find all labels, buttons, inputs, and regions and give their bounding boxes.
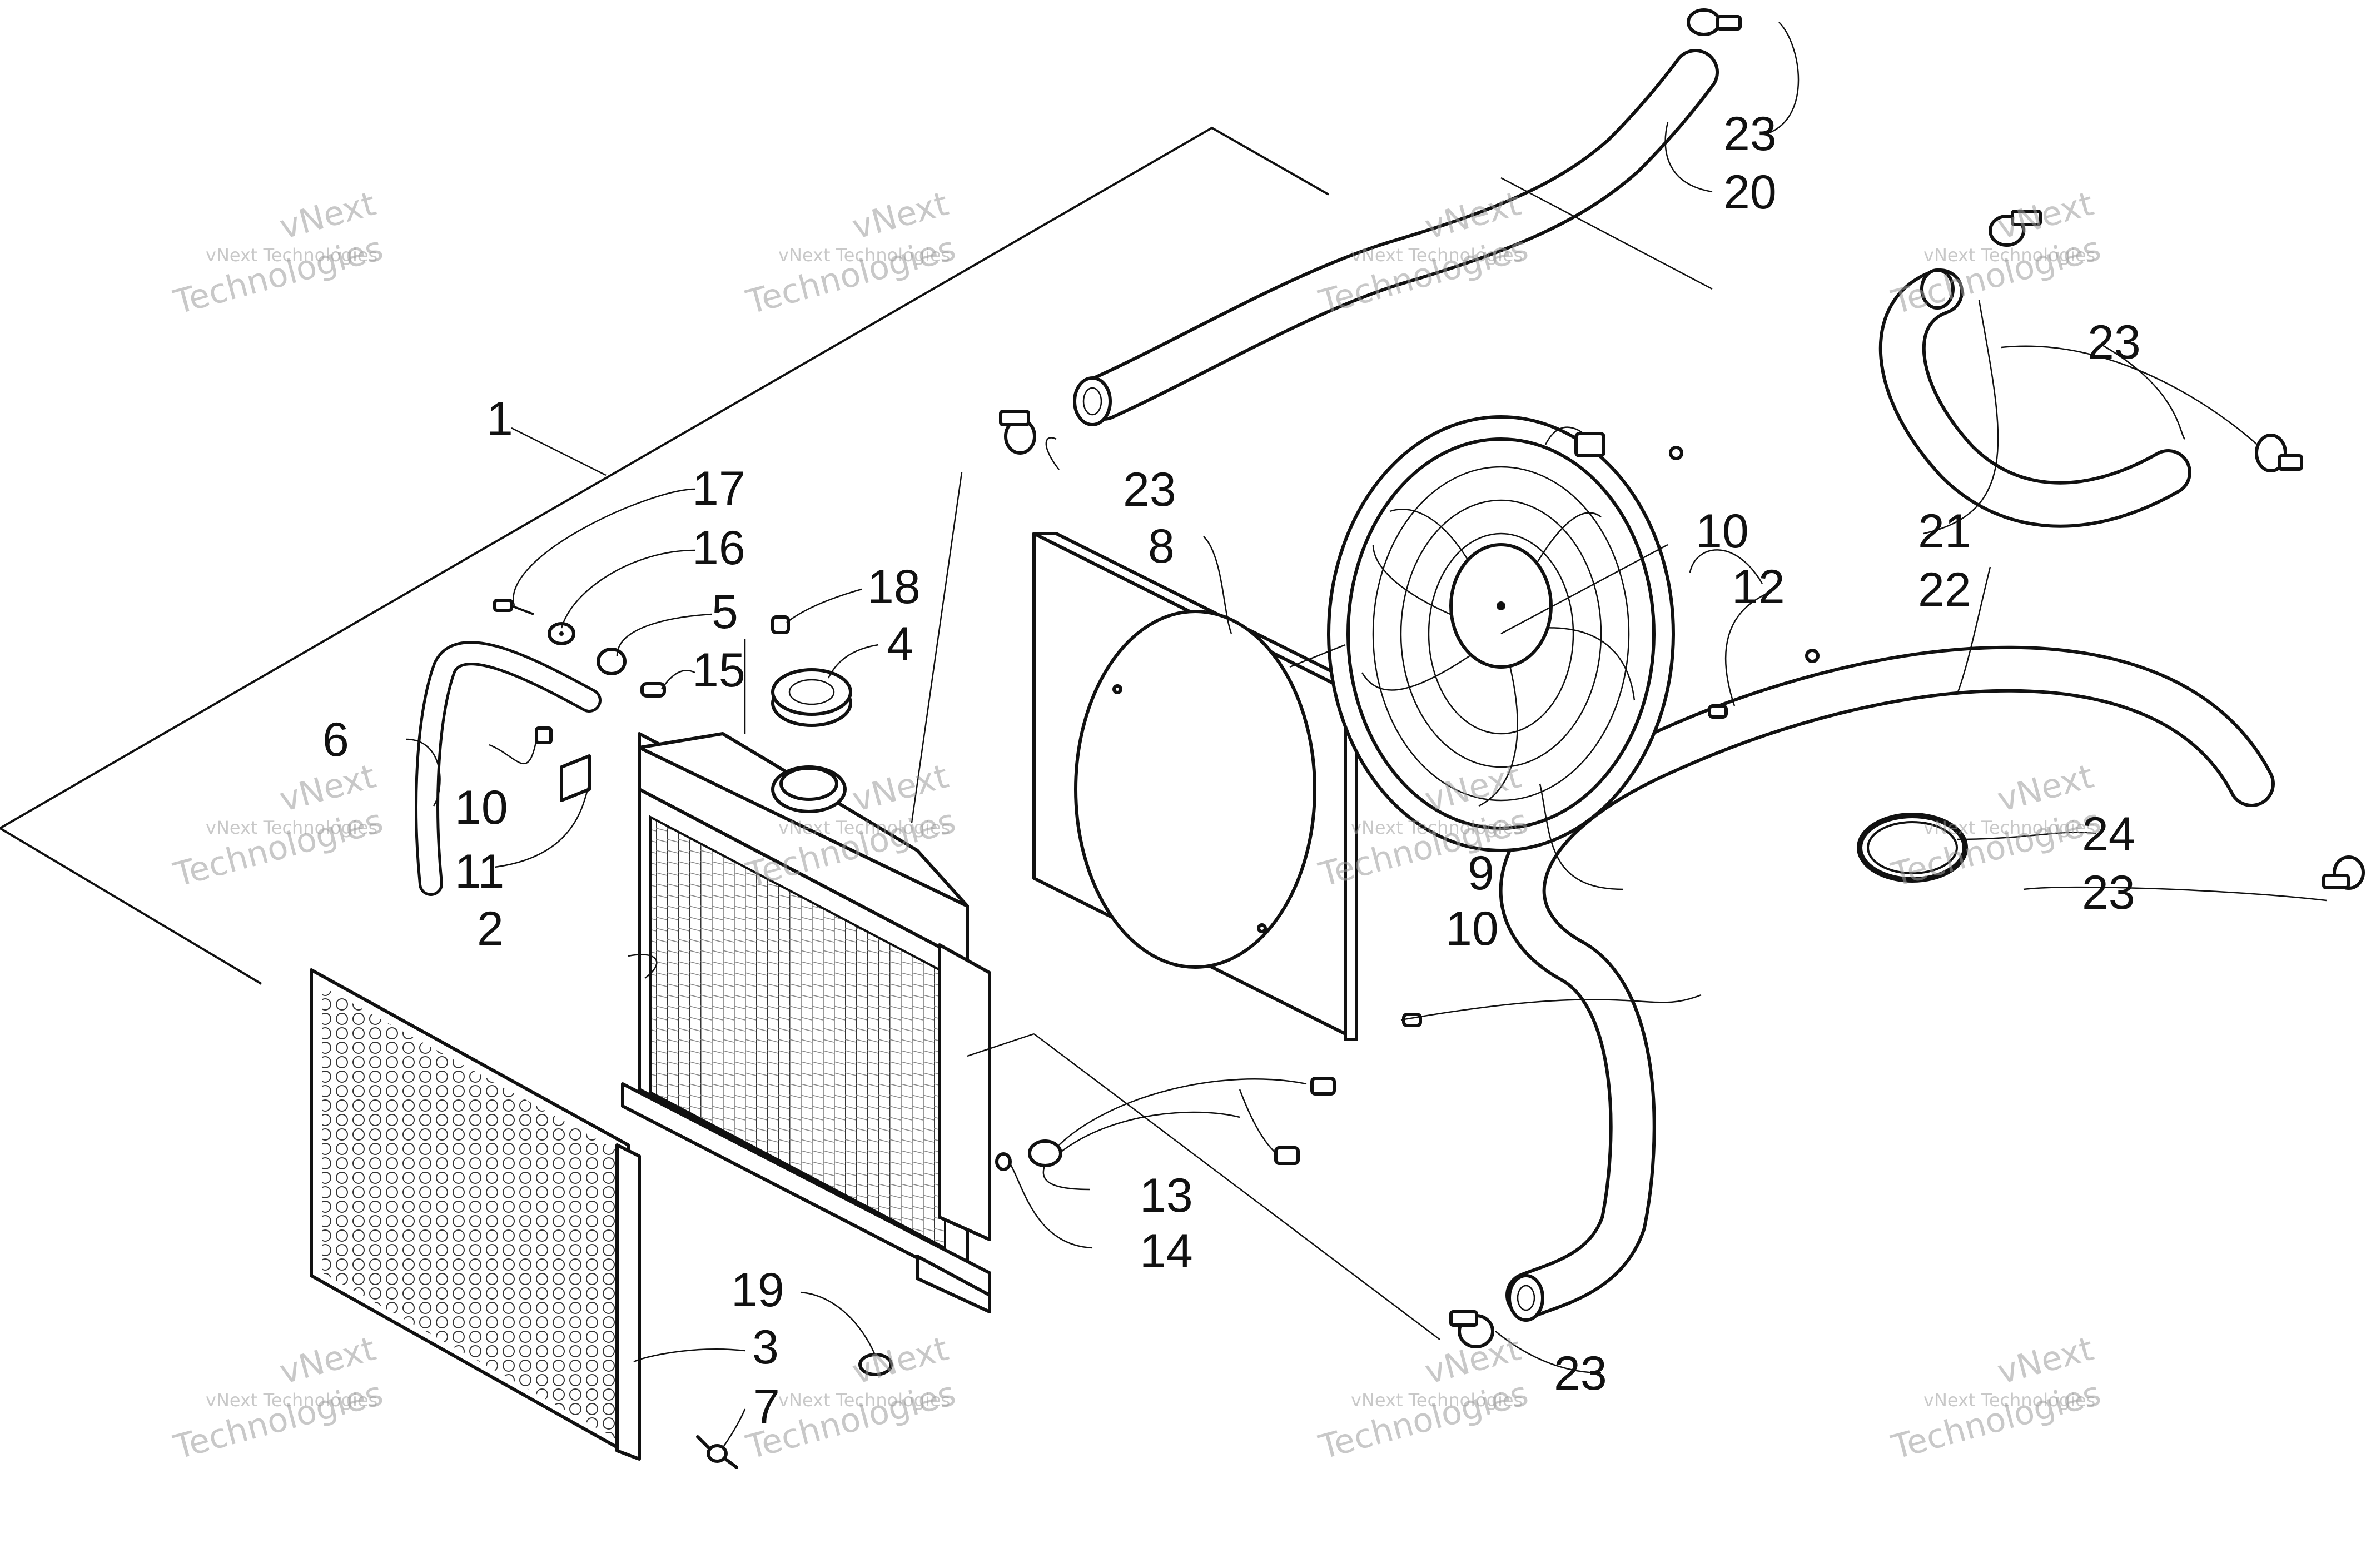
grommet-icon xyxy=(597,648,627,675)
nut-icon xyxy=(771,615,790,634)
overflow-hose xyxy=(415,641,602,896)
watermark-tile: vNext vNext Technologies Technologies xyxy=(170,185,387,322)
radiator-core xyxy=(621,732,991,1313)
callout-24: 24 xyxy=(2082,808,2135,861)
svg-text:vNext Technologies: vNext Technologies xyxy=(778,1390,950,1411)
clamp-icon xyxy=(1989,210,2042,247)
callout-9: 9 xyxy=(1468,847,1494,900)
assembly-bracket xyxy=(0,126,1329,985)
callout-13: 13 xyxy=(1140,1169,1193,1222)
callout-6: 6 xyxy=(322,713,349,766)
svg-text:vNext Technologies: vNext Technologies xyxy=(1351,817,1523,838)
watermark-tile: vNext vNext Technologies Technologies xyxy=(742,185,960,322)
radiator-grille xyxy=(310,968,641,1461)
callout-22: 22 xyxy=(1918,563,1971,616)
svg-text:vNext Technologies: vNext Technologies xyxy=(1923,1390,2095,1411)
svg-text:Technologies: Technologies xyxy=(170,1374,387,1467)
svg-text:Technologies: Technologies xyxy=(1315,1374,1532,1467)
svg-text:vNext Technologies: vNext Technologies xyxy=(778,245,950,266)
temperature-switch xyxy=(995,1077,1336,1171)
svg-text:vNext Technologies: vNext Technologies xyxy=(206,1390,377,1411)
hose-clamps xyxy=(999,8,2365,1348)
svg-text:Technologies: Technologies xyxy=(170,802,387,895)
leader-lines xyxy=(405,22,2327,1448)
callout-17: 17 xyxy=(692,462,745,515)
callout-10-lower: 10 xyxy=(1445,902,1499,955)
callout-3: 3 xyxy=(752,1321,779,1374)
callout-14: 14 xyxy=(1140,1224,1193,1278)
callout-23-right-lower: 23 xyxy=(2082,866,2135,919)
washer-icon xyxy=(548,622,575,645)
callout-2: 2 xyxy=(477,902,504,955)
watermark-tile: vNext vNext Technologies Technologies xyxy=(1887,185,2105,322)
callout-23-top: 23 xyxy=(1723,107,1777,161)
screw-icon xyxy=(1805,649,1820,663)
callout-19: 19 xyxy=(731,1263,784,1317)
radiator-cap xyxy=(771,668,852,727)
callout-10-upper-right: 10 xyxy=(1696,505,1749,558)
cooling-fan xyxy=(1327,415,1675,852)
watermark-tile: vNext vNext Technologies Technologies xyxy=(1315,185,1532,322)
callout-18: 18 xyxy=(867,560,921,614)
watermark-tile: vNext vNext Technologies Technologies xyxy=(170,1330,387,1467)
callout-23-bottom: 23 xyxy=(1554,1347,1607,1400)
band-clamp xyxy=(1857,813,1968,883)
screw-icon xyxy=(1669,446,1683,460)
svg-text:vNext Technologies: vNext Technologies xyxy=(1351,1390,1523,1411)
clamp-icon xyxy=(1687,8,1742,36)
callout-labels: 1 2 3 4 5 6 7 8 9 10 10 10 11 12 13 14 1… xyxy=(322,107,2141,1433)
watermarks: vNext vNext Technologies Technologies vN… xyxy=(170,185,2105,1467)
svg-text:vNext Technologies: vNext Technologies xyxy=(206,817,377,838)
callout-4: 4 xyxy=(887,618,913,671)
fan-shroud xyxy=(1032,532,1358,1041)
watermark-tile: vNext vNext Technologies Technologies xyxy=(1887,757,2105,895)
screw-icon xyxy=(1402,1013,1422,1027)
callout-5: 5 xyxy=(712,585,738,639)
svg-text:Technologies: Technologies xyxy=(170,229,387,322)
callout-16: 16 xyxy=(692,521,745,575)
clip-icon xyxy=(1708,704,1728,719)
watermark-tile: vNext vNext Technologies Technologies xyxy=(170,757,387,895)
svg-text:vNext Technologies: vNext Technologies xyxy=(1923,245,2095,266)
callout-21: 21 xyxy=(1918,505,1971,558)
callout-12: 12 xyxy=(1732,560,1785,614)
callout-20: 20 xyxy=(1723,166,1777,219)
upper-hose xyxy=(1073,49,1719,426)
watermark-tile: vNext vNext Technologies Technologies xyxy=(1315,1330,1532,1467)
svg-text:Technologies: Technologies xyxy=(1887,1374,2105,1467)
clamp-icon xyxy=(1449,1310,1494,1348)
callout-23-right-upper: 23 xyxy=(2087,316,2141,369)
svg-text:vNext Technologies: vNext Technologies xyxy=(1351,245,1523,266)
svg-text:Technologies: Technologies xyxy=(742,229,960,322)
spacer-icon xyxy=(640,682,666,698)
fasteners xyxy=(493,446,1820,1469)
lower-hose xyxy=(1499,645,2275,1322)
callout-10-left: 10 xyxy=(455,781,508,834)
wing-nut-icon xyxy=(696,1435,738,1469)
clamp-icon xyxy=(999,410,1036,455)
callout-11: 11 xyxy=(455,845,504,898)
svg-text:vNext Technologies: vNext Technologies xyxy=(1923,817,2095,838)
bracket-icon xyxy=(560,754,591,802)
screw-icon xyxy=(493,599,534,615)
svg-text:vNext Technologies: vNext Technologies xyxy=(778,817,950,838)
callout-15: 15 xyxy=(692,644,745,697)
clamp-icon xyxy=(2255,434,2303,472)
screw-icon xyxy=(535,726,553,744)
callout-7: 7 xyxy=(753,1380,780,1433)
clamp-icon xyxy=(2322,855,2365,890)
watermark-tile: vNext vNext Technologies Technologies xyxy=(1887,1330,2105,1467)
callout-8: 8 xyxy=(1148,520,1175,573)
callout-1: 1 xyxy=(486,392,513,446)
svg-text:vNext Technologies: vNext Technologies xyxy=(206,245,377,266)
callout-23-left-upper: 23 xyxy=(1123,463,1176,516)
upper-right-hose xyxy=(1878,268,2191,528)
